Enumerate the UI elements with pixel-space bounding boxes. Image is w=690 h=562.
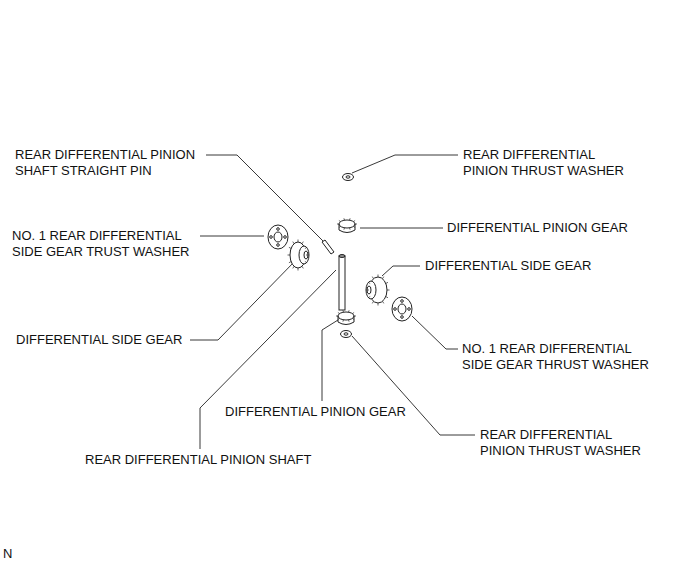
gear-tooth xyxy=(372,301,373,303)
gear-tooth xyxy=(387,290,390,291)
part-label: REAR DIFFERENTIAL PINION THRUST WASHER xyxy=(480,427,650,459)
gear-tooth xyxy=(302,266,303,268)
side-gear xyxy=(366,277,387,303)
gear-tooth xyxy=(355,224,357,225)
gear-tooth xyxy=(293,266,294,268)
gear-tooth xyxy=(378,303,379,306)
part-label: DIFFERENTIAL PINION GEAR xyxy=(447,220,677,236)
gear-teeth xyxy=(288,218,390,321)
gear-tooth xyxy=(378,275,379,278)
part-label: NO. 1 REAR DIFFERENTIAL SIDE GEAR TRUST … xyxy=(12,228,202,260)
gear-tooth xyxy=(339,226,341,227)
gear-tooth xyxy=(348,320,350,322)
pinion-shaft xyxy=(339,255,345,311)
gear-tooth xyxy=(338,313,340,314)
gear-tooth xyxy=(353,313,355,314)
gear-tooth xyxy=(305,247,307,248)
gear-tooth xyxy=(306,255,309,256)
gear-tooth xyxy=(298,240,299,243)
gear-tooth xyxy=(354,226,356,227)
gear-tooth xyxy=(372,277,373,279)
gear-tooth xyxy=(343,228,345,230)
gear-tooth xyxy=(305,262,307,263)
gear-tooth xyxy=(293,242,294,244)
bottom-thrust-washer xyxy=(341,331,352,338)
part-label: REAR DIFFERENTIAL PINION SHAFT STRAIGHT … xyxy=(15,147,215,179)
gear-tooth xyxy=(383,277,384,279)
gear-tooth xyxy=(386,282,388,283)
gear-tooth xyxy=(368,297,370,298)
gear-tooth xyxy=(367,290,370,291)
gear-tooth xyxy=(288,255,291,256)
part-label: REAR DIFFERENTIAL PINION SHAFT xyxy=(85,452,385,468)
gear-tooth xyxy=(353,318,355,319)
gear-tooth xyxy=(337,224,339,225)
gear-tooth xyxy=(338,318,340,319)
gear-tooth xyxy=(289,262,291,263)
part-label: DIFFERENTIAL PINION GEAR xyxy=(225,404,445,420)
part-label: DIFFERENTIAL SIDE GEAR xyxy=(16,332,216,348)
gear-tooth xyxy=(342,310,344,312)
side-gear xyxy=(290,242,309,268)
gear-tooth xyxy=(339,221,341,222)
gear-tooth xyxy=(302,242,303,244)
gear-tooth xyxy=(349,228,351,230)
gear-tooth xyxy=(336,316,338,317)
gear-tooth xyxy=(349,218,351,220)
gear-tooth xyxy=(289,247,291,248)
gear-tooth xyxy=(368,282,370,283)
pinion-gear xyxy=(339,220,355,233)
leader-lines xyxy=(190,155,475,449)
gear-tooth xyxy=(354,316,356,317)
gear-tooth xyxy=(343,218,345,220)
part-label: NO. 1 REAR DIFFERENTIAL SIDE GEAR THRUST… xyxy=(462,341,662,373)
part-label: REAR DIFFERENTIAL PINION THRUST WASHER xyxy=(463,147,628,179)
gear-tooth xyxy=(386,297,388,298)
part-label: DIFFERENTIAL SIDE GEAR xyxy=(425,258,645,274)
right-side-gear-washer xyxy=(392,297,412,321)
top-thrust-washer xyxy=(343,174,354,181)
left-side-gear-washer xyxy=(268,225,288,249)
gear-tooth xyxy=(348,310,350,312)
straight-pin xyxy=(322,240,334,254)
gear-tooth xyxy=(354,221,356,222)
view-mark: N xyxy=(3,546,33,562)
gear-tooth xyxy=(342,320,344,322)
gear-tooth xyxy=(383,301,384,303)
gear-tooth xyxy=(298,268,299,271)
pinion-gear xyxy=(338,312,354,325)
